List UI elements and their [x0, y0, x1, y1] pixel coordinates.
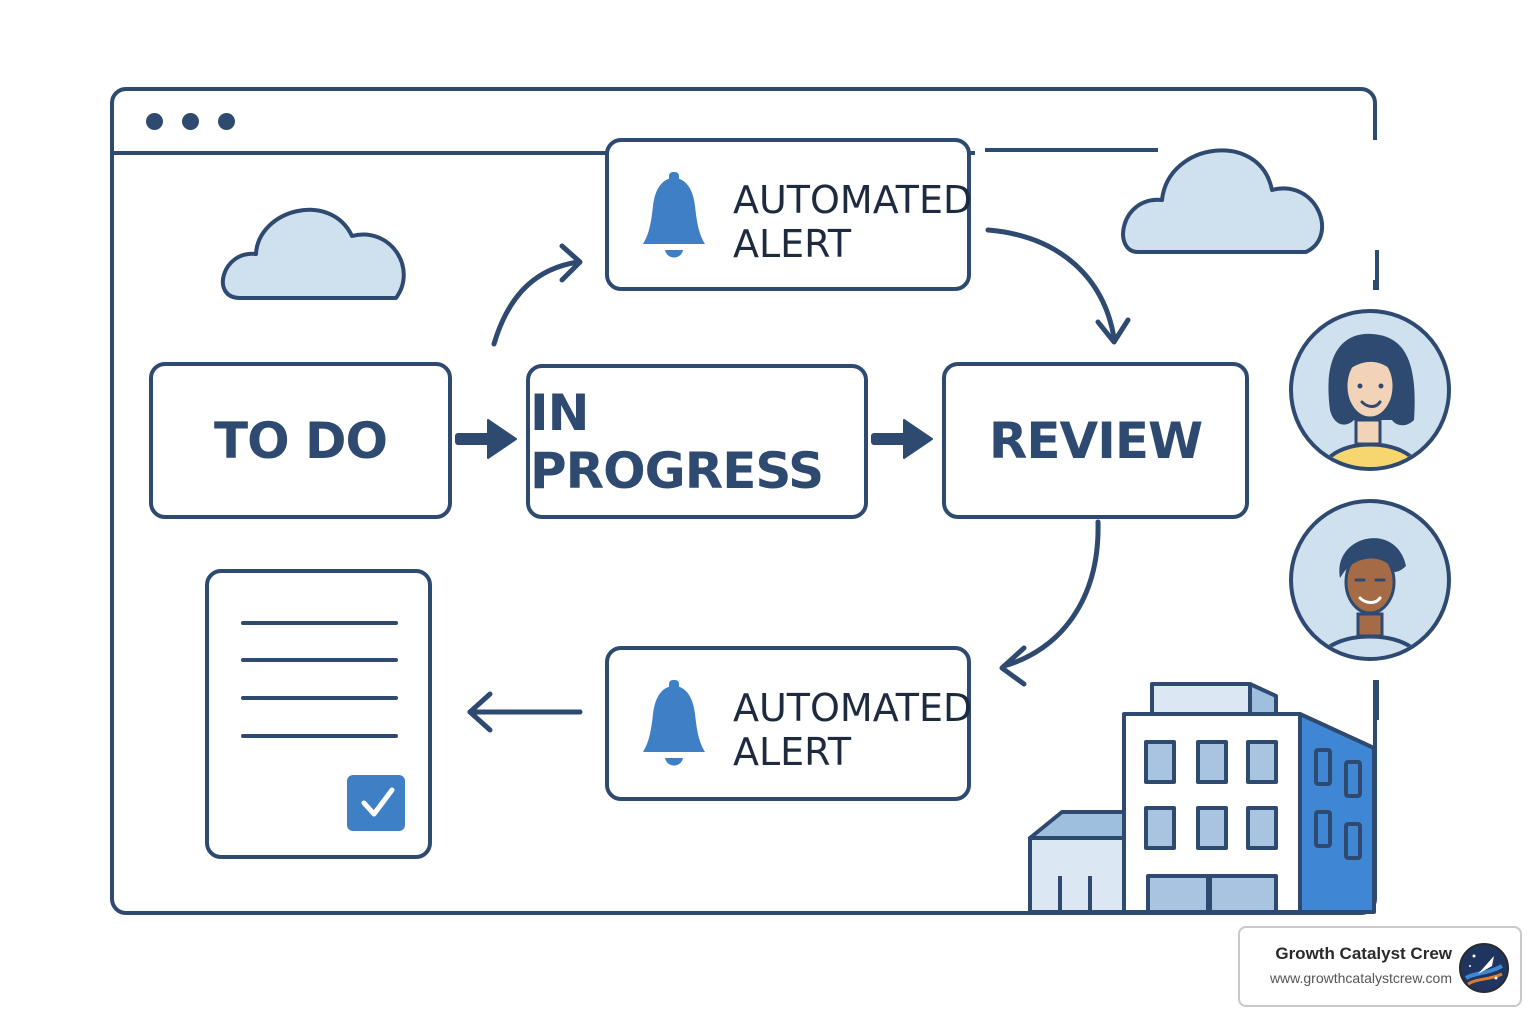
arrow-to-alert: [491, 259, 581, 347]
watermark-badge[interactable]: Growth Catalyst Crew www.growthcatalystc…: [1238, 926, 1522, 1007]
stage-todo-label: TO DO: [213, 411, 388, 470]
stage-todo: TO DO: [149, 362, 452, 519]
stage-in-progress: IN PROGRESS: [526, 364, 868, 519]
cloud-icon: [1121, 148, 1325, 254]
cloud-icon: [220, 207, 406, 300]
automated-alert-top: AUTOMATED ALERT: [605, 138, 972, 291]
watermark-title: Growth Catalyst Crew: [1275, 944, 1452, 963]
alert-line-2: ALERT: [733, 730, 852, 774]
alert-line-1: AUTOMATED: [733, 686, 973, 730]
stage-review-label: REVIEW: [988, 411, 1203, 470]
alert-line-1: AUTOMATED: [733, 178, 973, 222]
bell-icon: [643, 680, 705, 766]
alert-text: AUTOMATED ALERT: [733, 178, 972, 266]
avatar: [1289, 309, 1451, 471]
window-dot-icon: [146, 113, 163, 130]
rocket-logo-icon: [1459, 943, 1509, 993]
avatar: [1289, 499, 1451, 661]
stage-in-progress-label: IN PROGRESS: [530, 383, 824, 500]
building-icon: [1028, 682, 1376, 914]
alert-line-2: ALERT: [733, 222, 852, 266]
bell-icon: [643, 172, 705, 258]
window-dot-icon: [182, 113, 199, 130]
automated-alert-bottom: AUTOMATED ALERT: [605, 646, 972, 801]
alert-text: AUTOMATED ALERT: [733, 686, 972, 774]
watermark-url: www.growthcatalystcrew.com: [1269, 970, 1452, 986]
stage-review: REVIEW: [942, 362, 1249, 519]
checkbox-icon: [347, 775, 405, 831]
window-dot-icon: [218, 113, 235, 130]
